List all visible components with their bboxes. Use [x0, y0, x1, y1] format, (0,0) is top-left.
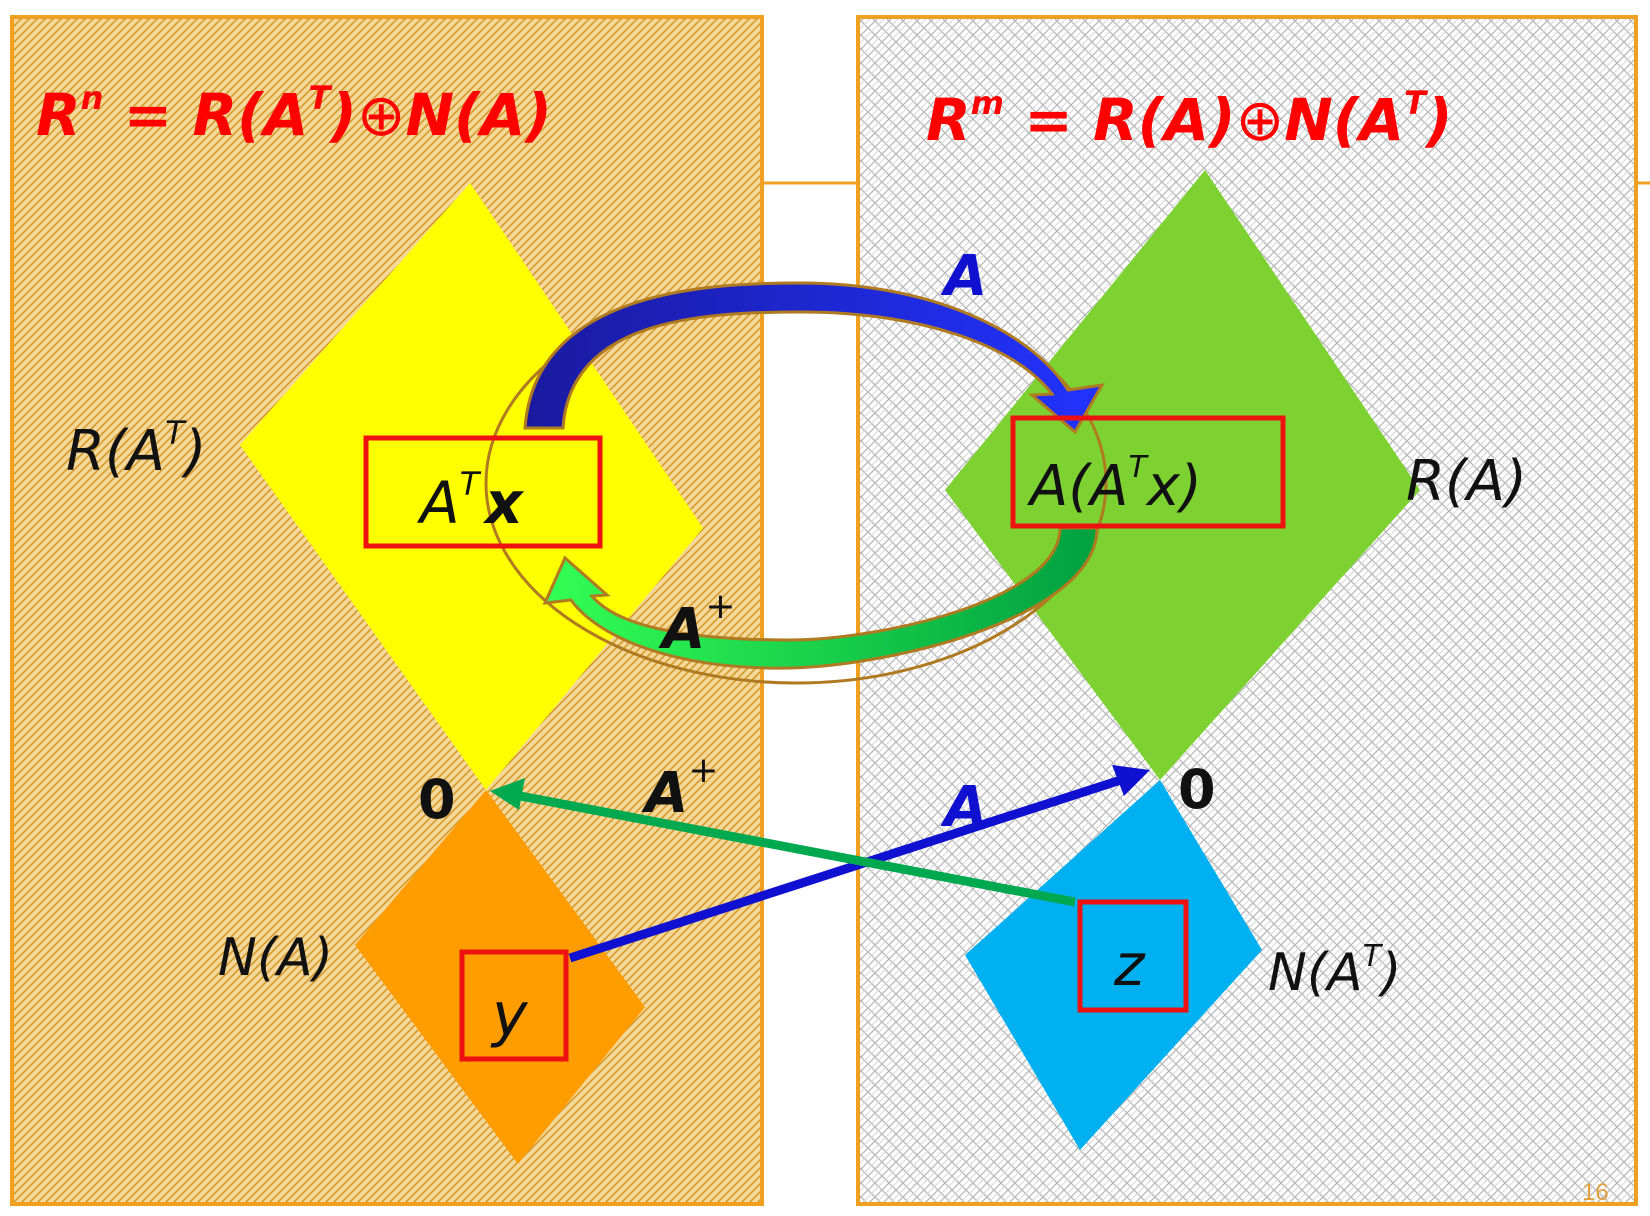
left-null-vector-box: [1077, 899, 1189, 1013]
a-top-label: A: [940, 244, 987, 309]
a-plus-mid-arrow: [542, 526, 1099, 670]
a-plus-low-arrow-line: [514, 790, 1076, 907]
left-origin-label: 0: [418, 768, 456, 831]
null-space-label: N(A): [218, 928, 333, 988]
left-null-vector-label: z: [1113, 931, 1146, 999]
right-origin-label: 0: [1178, 758, 1216, 821]
a-plus-low-label: A+: [641, 750, 719, 826]
a-top-arrow: [523, 281, 1105, 435]
page-number: 16: [1582, 1179, 1609, 1206]
panel-gap-white: [764, 185, 856, 665]
a-plus-low-arrow-head: [490, 778, 525, 810]
row-space-diamond: [240, 183, 703, 790]
column-vector-box: [1010, 415, 1286, 529]
left-title: Rn = R(AT)⊕N(A): [36, 79, 552, 149]
row-vector-box: [363, 435, 603, 549]
column-vector-label: A(ATx): [1027, 450, 1202, 519]
null-space-diamond: [355, 790, 645, 1164]
column-space-label: R(A): [1406, 449, 1527, 514]
left-null-space-diamond: [965, 780, 1262, 1150]
null-vector-label: y: [490, 980, 529, 1050]
a-plus-mid-label: A+: [658, 586, 736, 662]
a-low-arrow-line: [568, 772, 1132, 963]
a-low-arrow-head: [1112, 765, 1150, 796]
left-null-space-label: N(AT): [1268, 939, 1401, 1003]
right-title: Rm = R(A)⊕N(AT): [926, 84, 1452, 154]
a-low-label: A: [940, 775, 987, 840]
row-space-label: R(AT): [66, 414, 206, 484]
null-vector-box: [459, 949, 569, 1062]
column-space-diamond: [945, 170, 1420, 780]
